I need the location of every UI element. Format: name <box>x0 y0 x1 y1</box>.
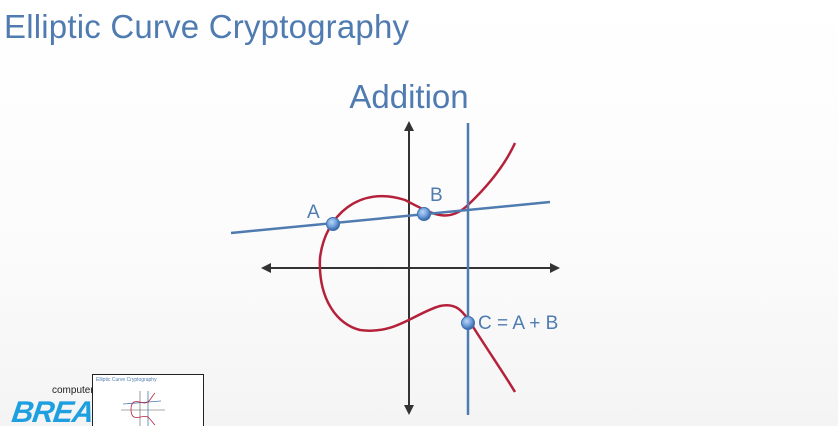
elliptic-curve-loop <box>318 194 472 332</box>
elliptic-curve-lower-branch <box>468 321 517 393</box>
diagram-subtitle: Addition <box>349 78 468 115</box>
point-a <box>326 217 340 231</box>
secant-line <box>230 200 551 235</box>
point-b-label: B <box>430 185 443 206</box>
thumbnail-diagram <box>121 391 165 426</box>
point-a-label: A <box>307 202 320 223</box>
slide-title: Elliptic Curve Cryptography <box>4 8 410 45</box>
channel-logo-caption: computer <box>52 385 94 396</box>
video-thumbnail-icon[interactable]: Elliptic Curve Cryptography <box>92 374 204 426</box>
point-b <box>417 207 431 221</box>
elliptic-curve-upper-branch <box>467 142 517 206</box>
point-c <box>461 316 475 330</box>
thumbnail-title: Elliptic Curve Cryptography <box>96 377 157 383</box>
point-c-label: C = A + B <box>478 313 558 334</box>
